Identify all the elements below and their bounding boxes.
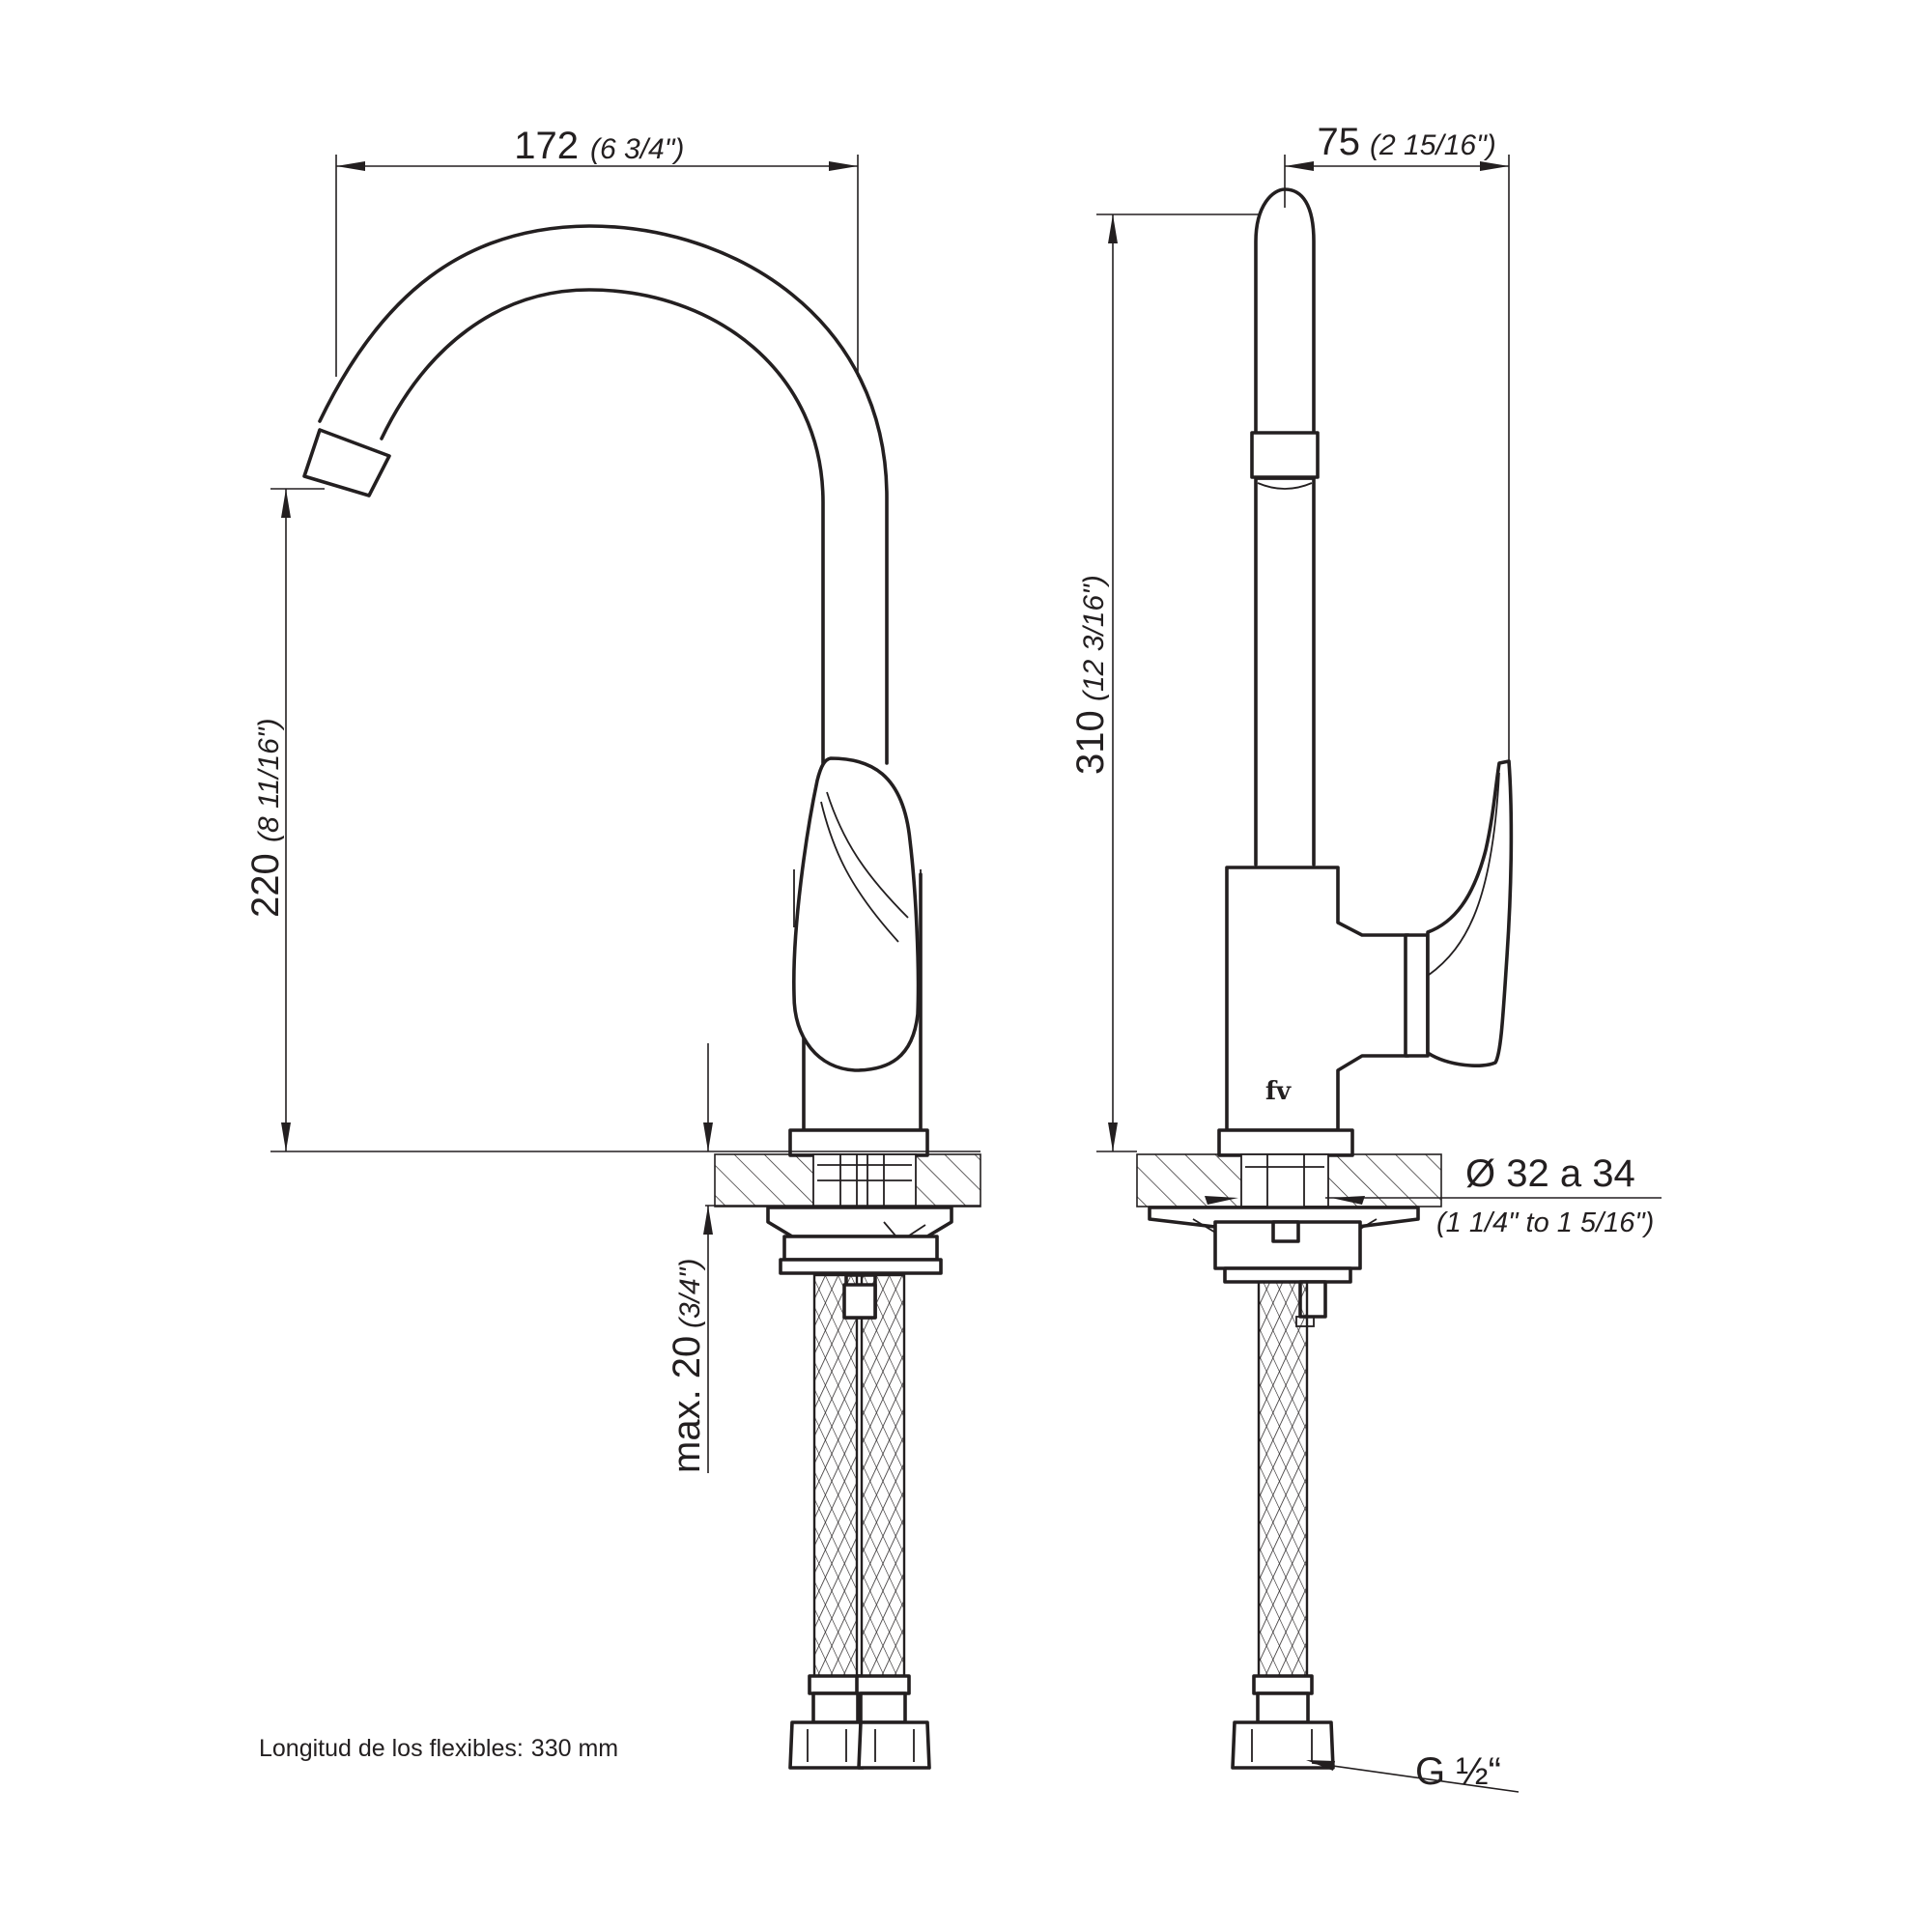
dim-label-hole-diameter: Ø 32 a 34 (1 1/4" to 1 5/16") xyxy=(1436,1152,1654,1238)
washer-side xyxy=(1223,1266,1352,1284)
dim-label-spout-height: 220 (8 11/16") xyxy=(244,719,287,919)
lever-handle-side xyxy=(1426,759,1514,1067)
fv-logo: fv xyxy=(1265,1077,1292,1106)
hex-nut-front-right xyxy=(857,1720,931,1770)
dim-value-connection: G ½“ xyxy=(1415,1750,1501,1793)
logo-text: fv xyxy=(1265,1077,1292,1106)
note-label: Longitud de los flexibles: 330 mm xyxy=(259,1735,618,1762)
fixing-plate-front xyxy=(766,1206,953,1238)
dim-imperial-total-height: (12 3/16") xyxy=(1078,575,1110,701)
lever-handle-front xyxy=(792,756,921,1072)
spout-side xyxy=(1254,187,1316,867)
lever-highlight-2 xyxy=(826,791,909,919)
dim-imperial-spout-reach: (6 3/4") xyxy=(590,133,684,165)
dim-imperial-depth: (2 15/16") xyxy=(1370,129,1496,161)
dimension-lines xyxy=(270,155,1662,1793)
washer-front xyxy=(779,1258,943,1275)
dim-value-depth: 75 xyxy=(1318,121,1361,163)
dim-label-depth: 75 (2 15/16") xyxy=(1318,121,1496,163)
dim-value-total-height: 310 xyxy=(1069,710,1112,775)
aerator-tip xyxy=(302,428,391,497)
front-view xyxy=(302,224,981,1770)
spout-outer xyxy=(318,224,889,765)
dim-label-total-height: 310 (12 3/16") xyxy=(1069,575,1112,775)
dim-imperial-hole-diameter: (1 1/4" to 1 5/16") xyxy=(1436,1208,1654,1238)
dim-label-spout-reach: 172 (6 3/4") xyxy=(514,125,684,167)
hose-length-note: Longitud de los flexibles: 330 mm xyxy=(259,1735,618,1762)
lever-side xyxy=(793,869,922,927)
body-block-side xyxy=(1225,866,1410,1132)
dim-value-spout-height: 220 xyxy=(244,853,287,918)
dim-imperial-spout-height: (8 11/16") xyxy=(253,719,285,843)
spout-inner xyxy=(380,288,825,765)
note-label-text: Longitud de los flexibles: xyxy=(259,1735,524,1762)
lever-highlight-1 xyxy=(820,801,899,943)
dim-value-max-counter: max. 20 xyxy=(666,1336,708,1473)
fixing-nut-front xyxy=(782,1235,939,1262)
dim-value-hole-diameter: Ø 32 a 34 xyxy=(1465,1152,1635,1195)
side-view: fv xyxy=(1136,187,1514,1770)
cartridge-cap xyxy=(1404,933,1430,1058)
dim-imperial-max-counter: (3/4") xyxy=(674,1259,706,1328)
hex-nut-front-left xyxy=(788,1720,865,1770)
dim-label-max-counter: max. 20 (3/4") xyxy=(666,1259,708,1473)
note-value-text: 330 mm xyxy=(531,1735,618,1762)
dim-value-spout-reach: 172 xyxy=(514,125,579,167)
labels: 172 (6 3/4") 75 (2 15/16") 220 (8 11/16"… xyxy=(244,121,1654,1793)
aerator-side xyxy=(1250,431,1320,479)
threaded-rod-side xyxy=(1266,1153,1305,1208)
base-flange-side xyxy=(1217,1128,1354,1157)
dim-label-connection: G ½“ xyxy=(1415,1750,1501,1793)
